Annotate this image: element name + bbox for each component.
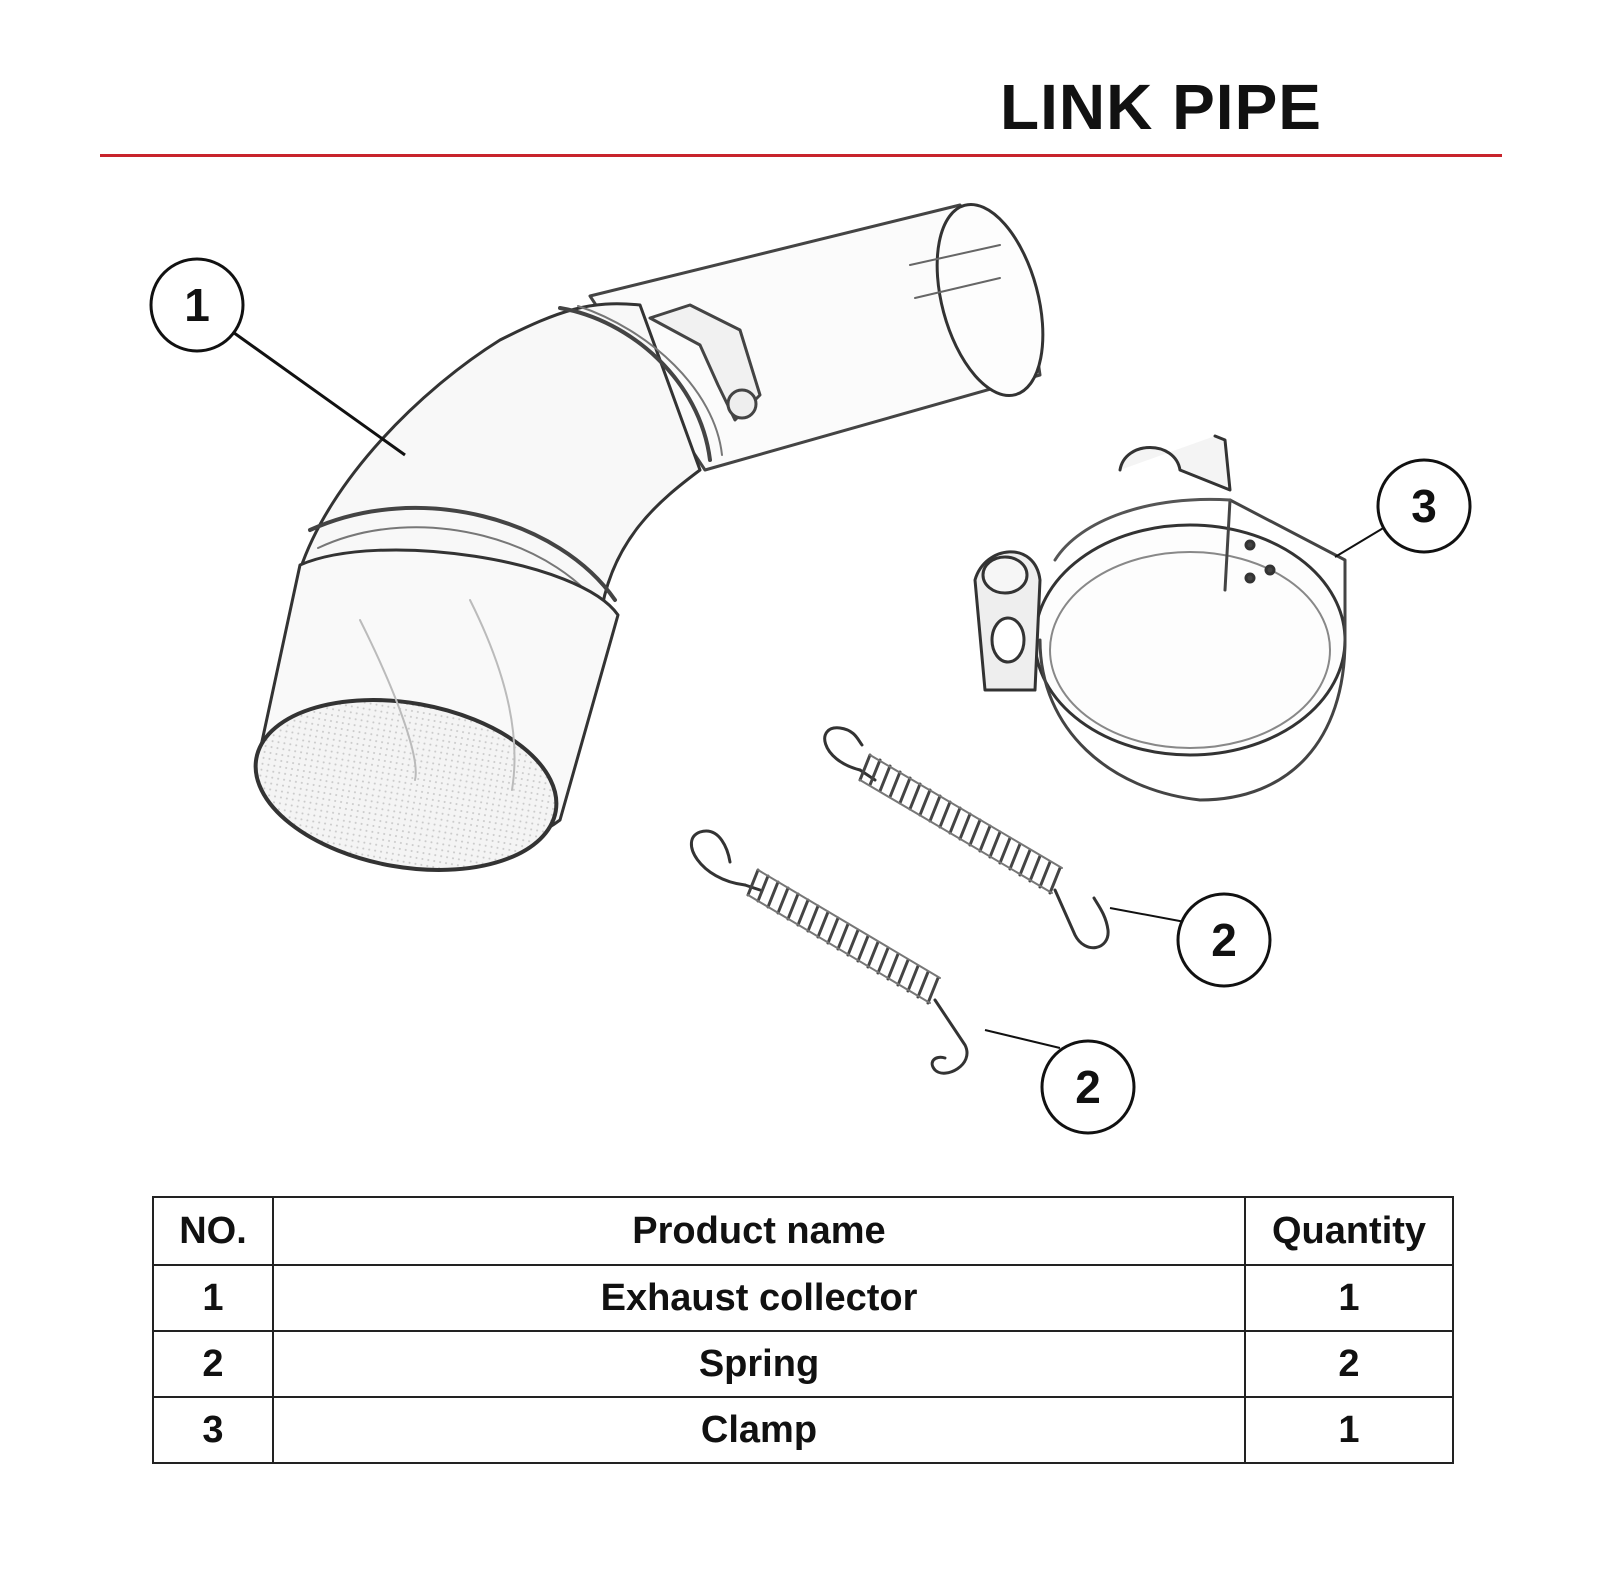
callout-2-upper-number: 2 [1211,914,1237,966]
callout-3: 3 [1334,458,1472,558]
callout-2-lower-number: 2 [1075,1061,1101,1113]
callout-2-lower-circle [1040,1039,1136,1135]
header-quantity: Quantity [1244,1196,1454,1266]
table-row: 2 Spring 2 [152,1330,1454,1398]
callout-2-lower-leader [984,1029,1061,1049]
spring-lower-illustration [689,829,969,1075]
parts-table: NO. Product name Quantity 1 Exhaust coll… [152,1196,1454,1464]
clamp-illustration [973,434,1347,802]
cell-product-name: Spring [272,1330,1246,1398]
cell-quantity: 1 [1244,1264,1454,1332]
callout-1-number: 1 [184,279,210,331]
callout-3-circle [1376,458,1472,554]
cell-product-name: Exhaust collector [272,1264,1246,1332]
callout-1-leader [229,328,406,457]
callout-2-upper-circle [1176,892,1272,988]
callout-3-leader [1334,526,1386,558]
header-no: NO. [152,1196,274,1266]
callout-1: 1 [149,257,406,457]
spring-upper-illustration [823,726,1110,950]
table-row: 3 Clamp 1 [152,1396,1454,1464]
callout-1-circle [149,257,245,353]
callout-2-lower: 2 [984,1029,1136,1135]
callout-3-number: 3 [1411,480,1437,532]
exhaust-collector-illustration [253,203,1045,872]
table-header-row: NO. Product name Quantity [152,1196,1454,1266]
table-row: 1 Exhaust collector 1 [152,1264,1454,1332]
cell-no: 3 [152,1396,274,1464]
header-product-name: Product name [272,1196,1246,1266]
cell-no: 1 [152,1264,274,1332]
callout-2-upper-leader [1109,907,1186,923]
callout-2-upper: 2 [1109,892,1272,988]
cell-quantity: 2 [1244,1330,1454,1398]
cell-product-name: Clamp [272,1396,1246,1464]
parts-illustration: 1 2 2 3 [149,203,1472,1135]
title-divider [100,154,1502,157]
cell-quantity: 1 [1244,1396,1454,1464]
cell-no: 2 [152,1330,274,1398]
page-title: LINK PIPE [1000,71,1322,143]
